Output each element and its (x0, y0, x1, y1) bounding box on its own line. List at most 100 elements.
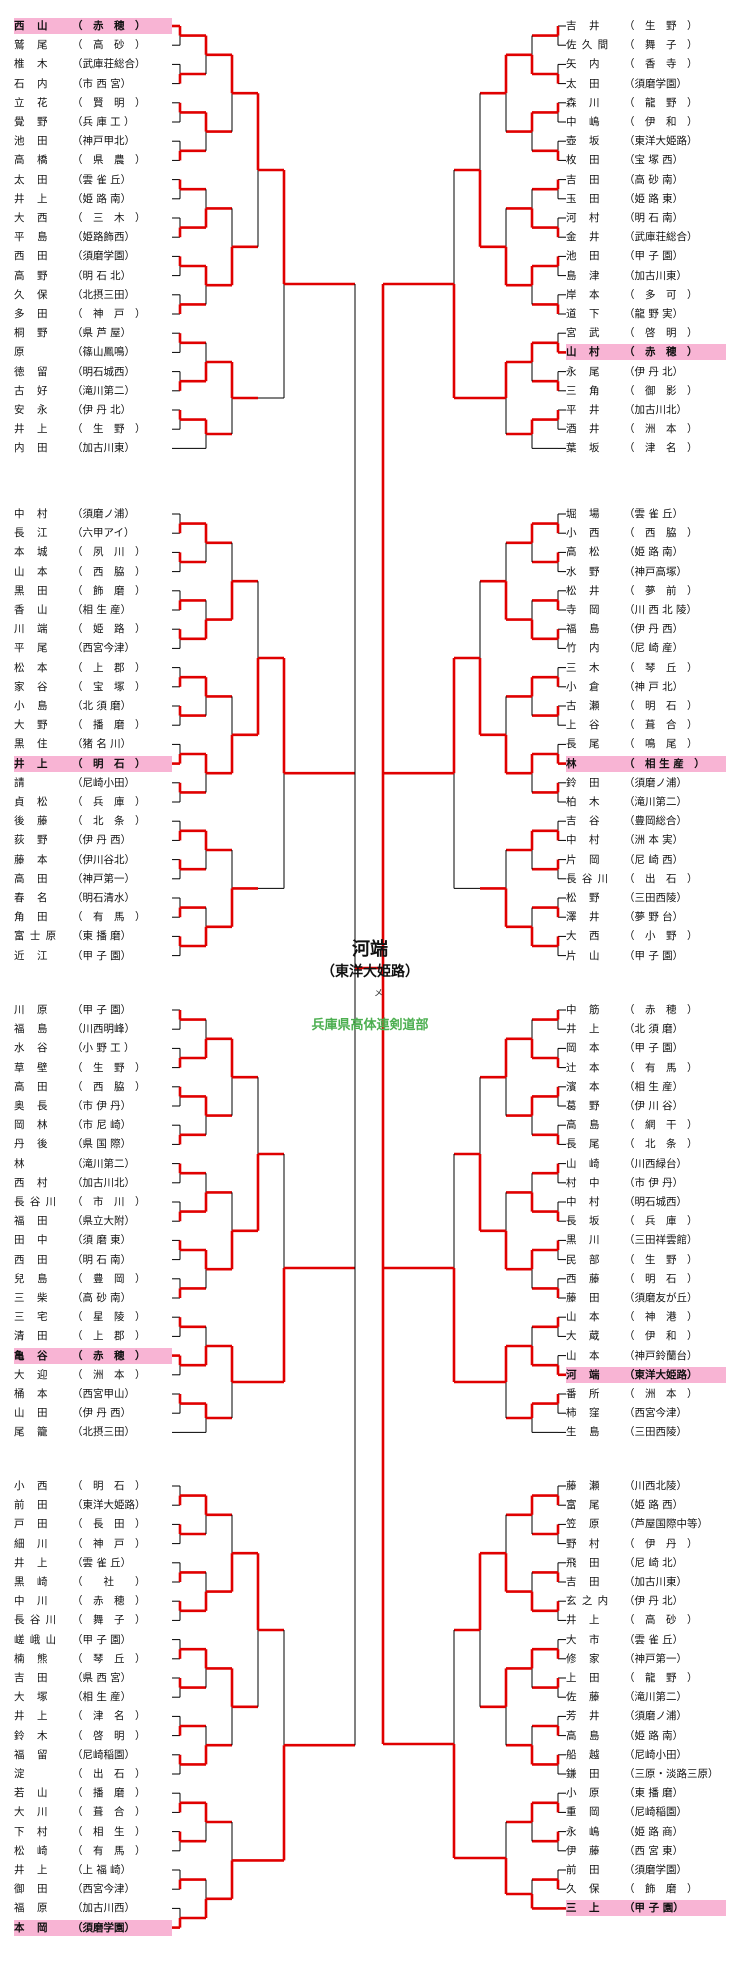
player-name: 黒 田 (14, 584, 49, 597)
left-entry: 御 田（西宮今津） (14, 1881, 172, 1897)
player-name: 立 花 (14, 96, 49, 109)
school-name: （ 多 可 ） (624, 288, 698, 301)
school-name: （須 磨 東） (72, 1234, 132, 1247)
player-name: 大 蔵 (566, 1330, 601, 1343)
left-entry: 福 田（県立大附） (14, 1213, 172, 1229)
right-entry: 笠 原（芦屋国際中等） (566, 1516, 726, 1532)
school-name: （甲 子 園） (624, 949, 684, 962)
left-entry: 立 花（ 賢 明 ） (14, 95, 172, 111)
right-entry: 高 島（ 網 干 ） (566, 1117, 726, 1133)
left-entry: 兒 島（ 豊 岡 ） (14, 1271, 172, 1287)
player-name: 久 保 (14, 288, 49, 301)
school-name: （北摂三田） (72, 1426, 135, 1439)
player-name: 藤 瀬 (566, 1480, 601, 1492)
right-entry: 三 上（甲 子 園） (566, 1900, 726, 1917)
school-name: （伊 丹 西） (624, 623, 684, 636)
school-name: （ 兵 庫 ） (624, 1215, 698, 1228)
left-entry: 本 城（ 夙 川 ） (14, 544, 172, 560)
school-name: （伊 丹 北） (624, 1595, 684, 1608)
school-name: （北 須 磨） (72, 700, 132, 712)
school-name: （三田西陵） (624, 1426, 687, 1439)
right-entry: 村 中（市 伊 丹） (566, 1175, 726, 1191)
school-name: （川西明峰） (72, 1023, 135, 1036)
right-entry: 矢 内（ 香 寺 ） (566, 56, 726, 72)
left-entry: 家 谷（ 宝 塚 ） (14, 679, 172, 695)
left-entry: 桐 野（県 芦 屋） (14, 325, 172, 341)
right-entry: 永 尾（伊 丹 北） (566, 364, 726, 380)
left-entry: 山 田（伊 丹 西） (14, 1405, 172, 1421)
school-name: （ 神 戸 ） (72, 1537, 146, 1550)
player-name: 松 野 (566, 892, 601, 904)
player-name: 中 川 (14, 1595, 49, 1608)
left-entry: 太 田（雲 雀 丘） (14, 172, 172, 188)
right-entry: 伊 藤（西 宮 東） (566, 1843, 726, 1859)
right-entry: 前 田（須磨学園） (566, 1862, 726, 1878)
player-name: 船 越 (566, 1748, 601, 1761)
left-entry: 多 田（ 神 戸 ） (14, 306, 172, 322)
player-name: 佐 藤 (566, 1691, 601, 1704)
player-name: 井 上 (14, 757, 49, 770)
player-name: 辻 本 (566, 1061, 601, 1074)
left-entry: 大 塚（相 生 産） (14, 1689, 172, 1705)
player-name: 金 井 (566, 231, 601, 244)
player-name: 修 家 (566, 1652, 601, 1665)
school-name: （ 有 馬 ） (72, 1844, 146, 1857)
player-name: 香 山 (14, 604, 49, 616)
right-entry: 山 本（ 神 港 ） (566, 1309, 726, 1325)
school-name: （尼崎稲園） (624, 1806, 687, 1819)
left-entry: 高 橋（ 県 農 ） (14, 152, 172, 168)
school-name: （東洋大姫路） (624, 1368, 698, 1381)
right-entry: 柿 窪（西宮今津） (566, 1405, 726, 1421)
left-entry: 奥 長（市 伊 丹） (14, 1098, 172, 1114)
player-name: 井 上 (14, 1864, 49, 1876)
right-entry: 太 田（須磨学園） (566, 76, 726, 92)
player-name: 小 島 (14, 700, 49, 712)
player-name: 中 筋 (566, 1004, 601, 1016)
right-entry: 小 西（ 西 脇 ） (566, 525, 726, 541)
right-entry: 佐 藤（滝川第二） (566, 1689, 726, 1705)
player-name: 重 岡 (566, 1806, 601, 1819)
school-name: （ 出 石 ） (72, 1768, 146, 1780)
player-name: 酒 井 (566, 423, 601, 436)
right-entry: 林（ 相 生 産 ） (566, 755, 726, 772)
school-name: （ 有 馬 ） (624, 1061, 698, 1074)
school-name: （ 洲 本 ） (72, 1368, 146, 1381)
right-entry: 堀 場（雲 雀 丘） (566, 506, 726, 522)
school-name: （猪 名 川） (72, 738, 132, 751)
player-name: 民 部 (566, 1253, 601, 1266)
left-entry: 吉 田（県 西 宮） (14, 1670, 172, 1686)
player-name: 永 嶋 (566, 1825, 601, 1838)
school-name: （ 琴 丘 ） (624, 661, 698, 674)
player-name: 井 上 (14, 423, 49, 436)
school-name: （相 生 産） (72, 604, 132, 616)
school-name: （ 県 農 ） (72, 154, 146, 167)
right-entry: 竹 内（尼 崎 産） (566, 640, 726, 656)
school-name: （加古川北） (624, 404, 687, 416)
player-name: 福 島 (566, 623, 601, 636)
player-name: 黒 住 (14, 738, 49, 751)
player-name: 中 村 (566, 834, 601, 847)
player-name: 平 井 (566, 404, 601, 416)
player-name: 福 留 (14, 1748, 49, 1761)
left-entry: 椎 木（武庫荘総合） (14, 56, 172, 72)
right-entry: 藤 田（須磨友が丘） (566, 1290, 726, 1306)
player-name: 久 保 (566, 1883, 601, 1896)
right-entry: 上 谷（ 葺 合 ） (566, 717, 726, 733)
school-name: （川 西 北 陵） (624, 604, 698, 616)
school-name: （県 西 宮） (72, 1672, 132, 1684)
school-name: （芦屋国際中等） (624, 1518, 708, 1531)
left-entry: 高 田（ 西 脇 ） (14, 1079, 172, 1095)
player-name: 若 山 (14, 1787, 49, 1800)
player-name: 小 西 (14, 1480, 49, 1492)
left-entry: 請（尼崎小田） (14, 775, 172, 791)
school-name: （姫 路 西） (624, 1499, 684, 1512)
school-name: （ 津 名 ） (72, 1710, 146, 1723)
player-name: 戸 田 (14, 1518, 49, 1531)
right-entry: 鈴 田（須磨ノ浦） (566, 775, 726, 791)
school-name: （姫 路 南） (624, 546, 684, 559)
right-entry: 長 坂（ 兵 庫 ） (566, 1213, 726, 1229)
player-name: 水 野 (566, 565, 601, 578)
right-entry: 道 下（龍 野 実） (566, 306, 726, 322)
right-entry: 中 村（洲 本 実） (566, 832, 726, 848)
left-entry: 下 村（ 相 生 ） (14, 1824, 172, 1840)
